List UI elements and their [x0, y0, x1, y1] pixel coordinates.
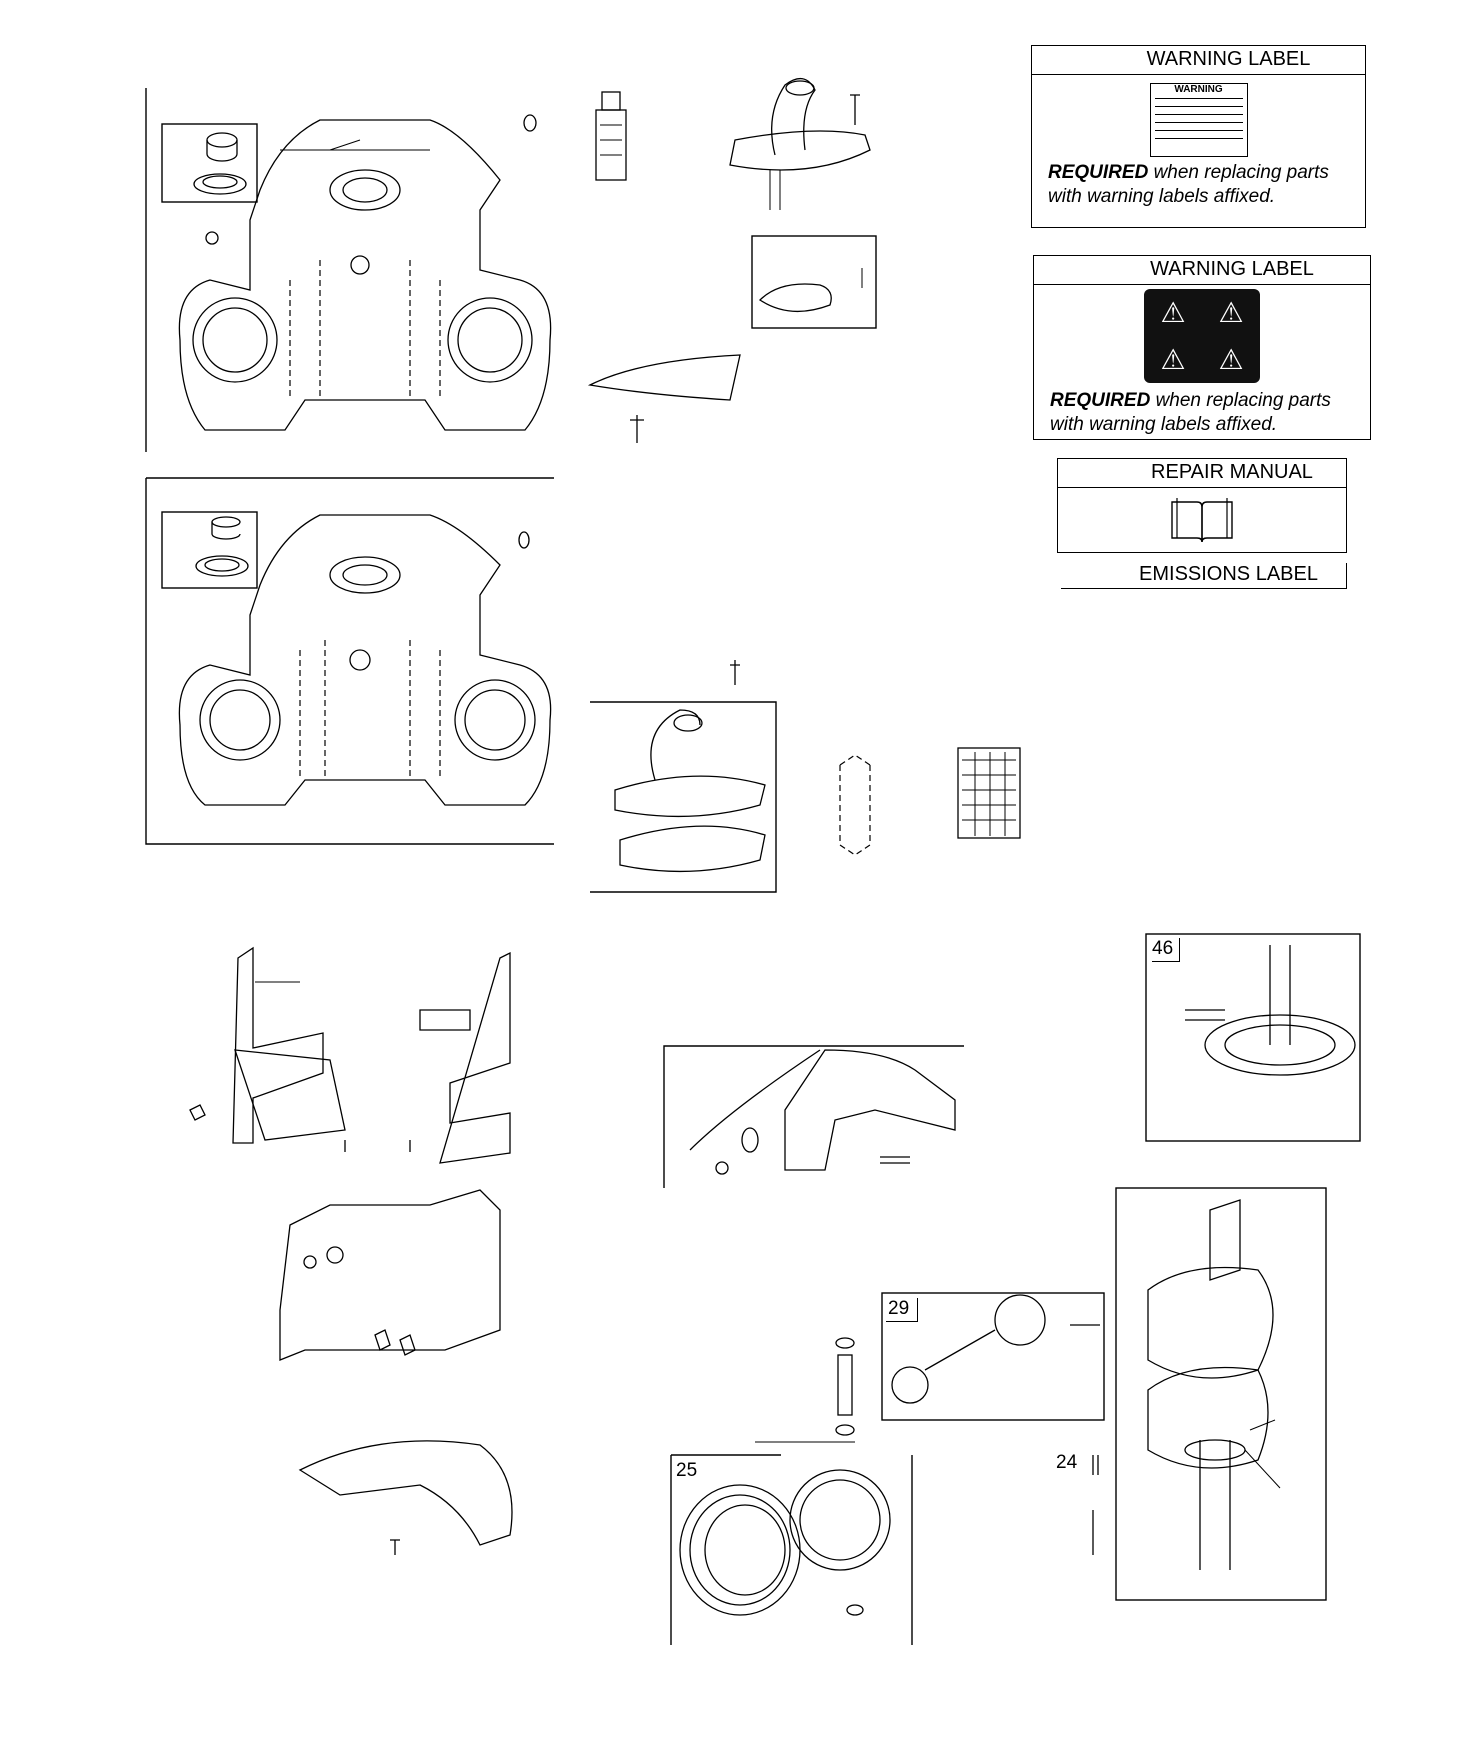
callout-camshaft: 46 [1152, 938, 1180, 962]
air-guides [189, 946, 511, 1164]
note-text-1: when replacing parts with warning labels… [1048, 162, 1329, 207]
warning-label-note-1: REQUIRED when replacing parts with warni… [1048, 161, 1349, 209]
warning-label-note-2: REQUIRED when replacing parts with warni… [1050, 389, 1354, 437]
required-text-2: REQUIRED [1050, 390, 1151, 411]
callout-piston-rings: 25 [676, 1460, 697, 1482]
control-bracket [663, 1045, 964, 1188]
warning-label-title-2: WARNING LABEL [1034, 256, 1370, 285]
crankcase-upper [145, 88, 552, 452]
callout-dipstick-tube: 24 [1056, 1452, 1077, 1474]
warning-decal-heading: WARNING [1174, 84, 1223, 95]
sealant-tube [595, 91, 627, 181]
piston-rings-assembly [670, 1454, 913, 1645]
warning-triangle-icon: ⚠ [1218, 297, 1244, 328]
warning-label-title-1: WARNING LABEL [1032, 46, 1365, 75]
warning-decal-text: WARNING [1149, 83, 1248, 157]
crankshaft-assembly [1115, 1187, 1327, 1601]
warning-triangle-icon: ⚠ [1218, 344, 1244, 375]
warning-triangle-icon: ⚠ [1160, 297, 1186, 328]
gasket-plate [587, 354, 741, 443]
callout-piston-rings-number: 25 [676, 1460, 698, 1481]
callout-camshaft-number: 46 [1152, 938, 1174, 959]
filter-element [839, 747, 1021, 856]
warning-label-box-1: WARNING LABEL WARNING REQUIRED when repl… [1031, 45, 1366, 228]
dipstick-tube [1092, 1455, 1099, 1555]
piston-pin [755, 1337, 855, 1443]
warning-decal-icons: ⚠ ⚠ ⚠ ⚠ [1144, 289, 1260, 383]
book-icon [1171, 498, 1233, 543]
repair-manual-title: REPAIR MANUAL [1058, 459, 1346, 488]
callout-connecting-rod-number: 29 [888, 1298, 910, 1319]
baffle-plate [279, 1189, 501, 1361]
camshaft-assembly [1145, 933, 1361, 1142]
note-text-2: when replacing parts with warning labels… [1050, 390, 1331, 435]
warning-triangle-icon: ⚠ [1160, 344, 1186, 375]
warning-label-box-2: WARNING LABEL ⚠ ⚠ ⚠ ⚠ REQUIRED when repl… [1033, 255, 1371, 440]
required-text-1: REQUIRED [1048, 162, 1149, 183]
crankcase-lower [145, 477, 554, 845]
connecting-rod-assembly [881, 1292, 1105, 1421]
emissions-label-title: EMISSIONS LABEL [1139, 563, 1318, 585]
callout-connecting-rod: 29 [886, 1298, 918, 1322]
emissions-label-box: EMISSIONS LABEL [1061, 563, 1347, 589]
blower-housing [298, 1440, 513, 1555]
callout-dipstick-tube-number: 24 [1056, 1452, 1078, 1473]
repair-manual-box: REPAIR MANUAL [1057, 458, 1347, 553]
breather-assembly-lower [590, 660, 777, 893]
breather-assembly-upper [729, 78, 877, 329]
